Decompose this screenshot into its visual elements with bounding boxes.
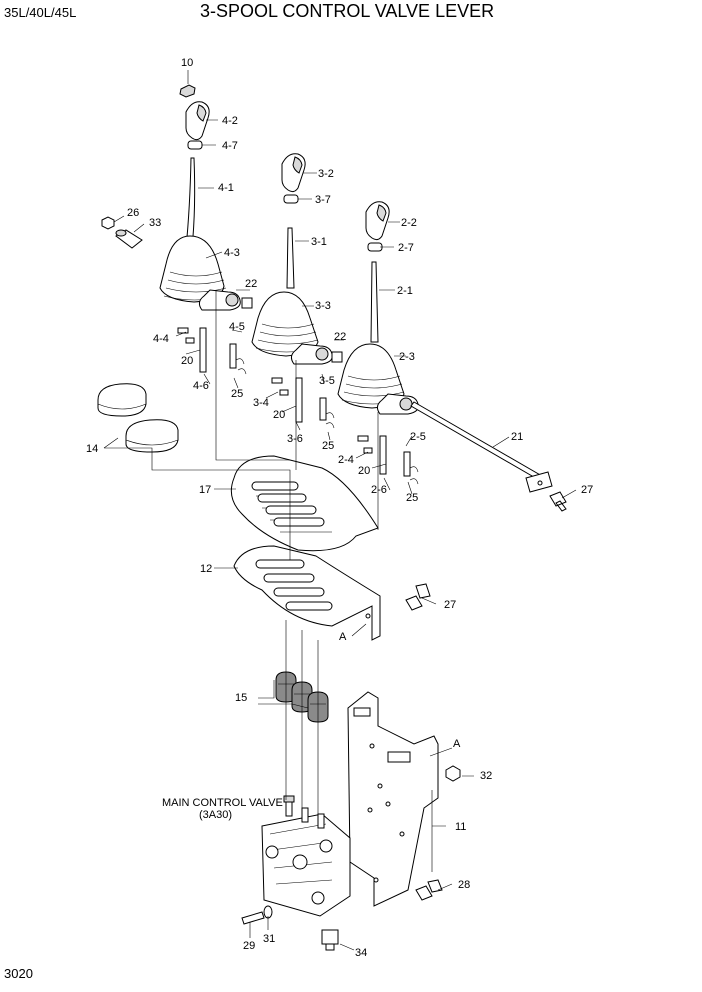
bracket-plate-12 (233, 545, 381, 641)
callouts: 10 4-2 4-7 4-1 3-2 3-7 3-1 2-2 2-7 2-1 2… (86, 57, 593, 959)
lever-rod-2-1 (370, 261, 379, 343)
boot-4-3 (159, 235, 225, 303)
callout-15: 15 (235, 692, 247, 704)
bracket-4-6 (199, 327, 207, 373)
callout-3-2: 3-2 (318, 168, 334, 180)
callout-4-4: 4-4 (153, 333, 169, 345)
callout-31: 31 (263, 933, 275, 945)
boot-3-3 (251, 291, 319, 357)
leader-lines (103, 70, 577, 951)
callout-4-6: 4-6 (193, 380, 209, 392)
shaft-21 (410, 401, 553, 493)
callout-4-1: 4-1 (218, 182, 234, 194)
model-label: 35L/40L/45L (4, 5, 76, 20)
nut-2-7 (367, 242, 383, 252)
callout-2-5: 2-5 (410, 431, 426, 443)
callout-20c: 20 (358, 465, 370, 477)
bracket-3-6 (295, 377, 303, 423)
callout-27a: 27 (581, 484, 593, 496)
lever-assembly-2 (337, 201, 419, 485)
callout-3-1: 3-1 (311, 236, 327, 248)
knob-2-2 (365, 201, 390, 241)
callout-A-2: A (453, 738, 461, 750)
lever-rod-3-1 (286, 227, 295, 289)
callout-4-2: 4-2 (222, 115, 238, 127)
callout-11: 11 (455, 821, 466, 833)
callout-10: 10 (181, 57, 193, 69)
callout-25a: 25 (231, 388, 243, 400)
callout-17: 17 (199, 484, 211, 496)
callout-3-6: 3-6 (287, 433, 303, 445)
callout-21: 21 (511, 431, 523, 443)
callout-12: 12 (200, 563, 212, 575)
cover-plate-17 (230, 455, 379, 552)
callout-4-5: 4-5 (229, 321, 245, 333)
nut-4-7 (187, 140, 203, 150)
callout-29: 29 (243, 940, 255, 952)
bolt-27b (405, 583, 431, 611)
knob-4-2 (185, 101, 210, 141)
callout-26: 26 (127, 207, 139, 219)
callout-2-7: 2-7 (398, 242, 414, 254)
fitting-34 (321, 929, 339, 951)
bolt-29 (241, 911, 265, 925)
callout-3-7: 3-7 (315, 194, 331, 206)
nut-32 (445, 765, 461, 782)
bracket-2-6 (379, 435, 387, 475)
callout-22a: 22 (245, 278, 257, 290)
callout-A-1: A (339, 631, 347, 643)
callout-2-6: 2-6 (371, 484, 387, 496)
callout-3-5: 3-5 (319, 375, 335, 387)
callout-4-3: 4-3 (224, 247, 240, 259)
callout-22b: 22 (334, 331, 346, 343)
bolt-28 (415, 879, 443, 901)
callout-4-7: 4-7 (222, 140, 238, 152)
mounting-bracket-11 (347, 691, 439, 907)
main-valve-note-line1: MAIN CONTROL VALVE (162, 797, 283, 809)
grommets-14 (97, 383, 179, 453)
callout-32: 32 (480, 770, 492, 782)
lever-assembly-3 (251, 153, 343, 429)
callout-25c: 25 (406, 492, 418, 504)
bolt-3-4 (271, 377, 289, 396)
callout-34: 34 (355, 947, 367, 959)
diagram-title: 3-SPOOL CONTROL VALVE LEVER (200, 1, 494, 21)
callout-3-3: 3-3 (315, 300, 331, 312)
callout-20b: 20 (273, 409, 285, 421)
callout-14: 14 (86, 443, 98, 455)
bolt-4-4 (177, 327, 195, 344)
boot-2-3 (337, 343, 405, 409)
bolt-27a (549, 491, 567, 512)
callout-2-4: 2-4 (338, 454, 354, 466)
lever-rod-4-1 (185, 157, 196, 249)
callout-25b: 25 (322, 440, 334, 452)
lever-cap-10 (179, 84, 196, 98)
callout-2-3: 2-3 (399, 351, 415, 363)
page-number: 3020 (4, 966, 33, 981)
callout-20a: 20 (181, 355, 193, 367)
nut-26 (101, 216, 115, 230)
bolt-2-4 (357, 435, 373, 454)
callout-28: 28 (458, 879, 470, 891)
callout-27b: 27 (444, 599, 456, 611)
callout-33: 33 (149, 217, 161, 229)
callout-2-1: 2-1 (397, 285, 413, 297)
knob-3-2 (281, 153, 306, 193)
main-valve-note-line2: (3A30) (199, 809, 232, 821)
nut-3-7 (283, 194, 299, 204)
callout-3-4: 3-4 (253, 397, 269, 409)
main-control-valve (261, 795, 351, 917)
callout-2-2: 2-2 (401, 217, 417, 229)
lever-assembly-4 (159, 84, 253, 375)
